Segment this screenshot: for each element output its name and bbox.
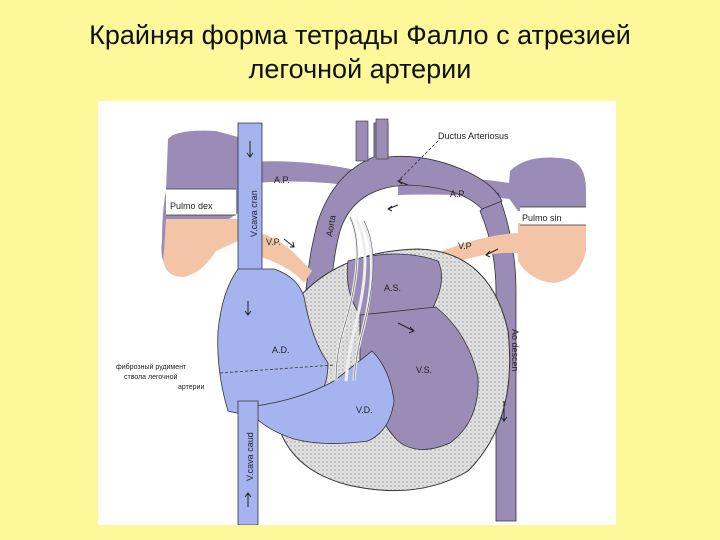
label-ap-right: A.P. — [450, 189, 466, 199]
aortic-branch-1 — [356, 121, 368, 161]
label-rudiment-2: ствола легочной — [124, 373, 178, 381]
label-pulmo-sin: Pulmo sin — [522, 213, 562, 223]
label-vp-left: V.P. — [266, 237, 281, 247]
label-ap-left: A.P. — [274, 175, 290, 185]
label-ductus: Ductus Arteriosus — [438, 131, 509, 141]
label-vd: V.D. — [356, 405, 373, 415]
label-rudiment-1: фиброзный рудимент — [116, 363, 187, 371]
title-line-2: легочной артерии — [0, 52, 720, 86]
title-line-1: Крайняя форма тетрады Фалло с атрезией — [0, 18, 720, 52]
diagram-panel: Ductus Arteriosus A.P. A.P. Pulmo dex Pu… — [98, 101, 616, 525]
label-as: A.S. — [384, 283, 401, 293]
label-vcava-cran: V.cava cran — [249, 190, 259, 237]
slide-title: Крайняя форма тетрады Фалло с атрезией л… — [0, 18, 720, 86]
label-vcava-caud: V.cava caud — [245, 432, 255, 481]
label-ad: A.D. — [272, 345, 290, 355]
heart-diagram: Ductus Arteriosus A.P. A.P. Pulmo dex Pu… — [98, 101, 616, 525]
label-ao-descen: Ao descen — [510, 329, 520, 372]
aortic-branch-2 — [376, 119, 388, 159]
label-vs: V.S. — [416, 365, 432, 375]
label-rudiment-3: артерии — [178, 384, 204, 391]
label-vp-right: V.P — [458, 241, 472, 251]
label-pulmo-dex: Pulmo dex — [170, 201, 213, 211]
